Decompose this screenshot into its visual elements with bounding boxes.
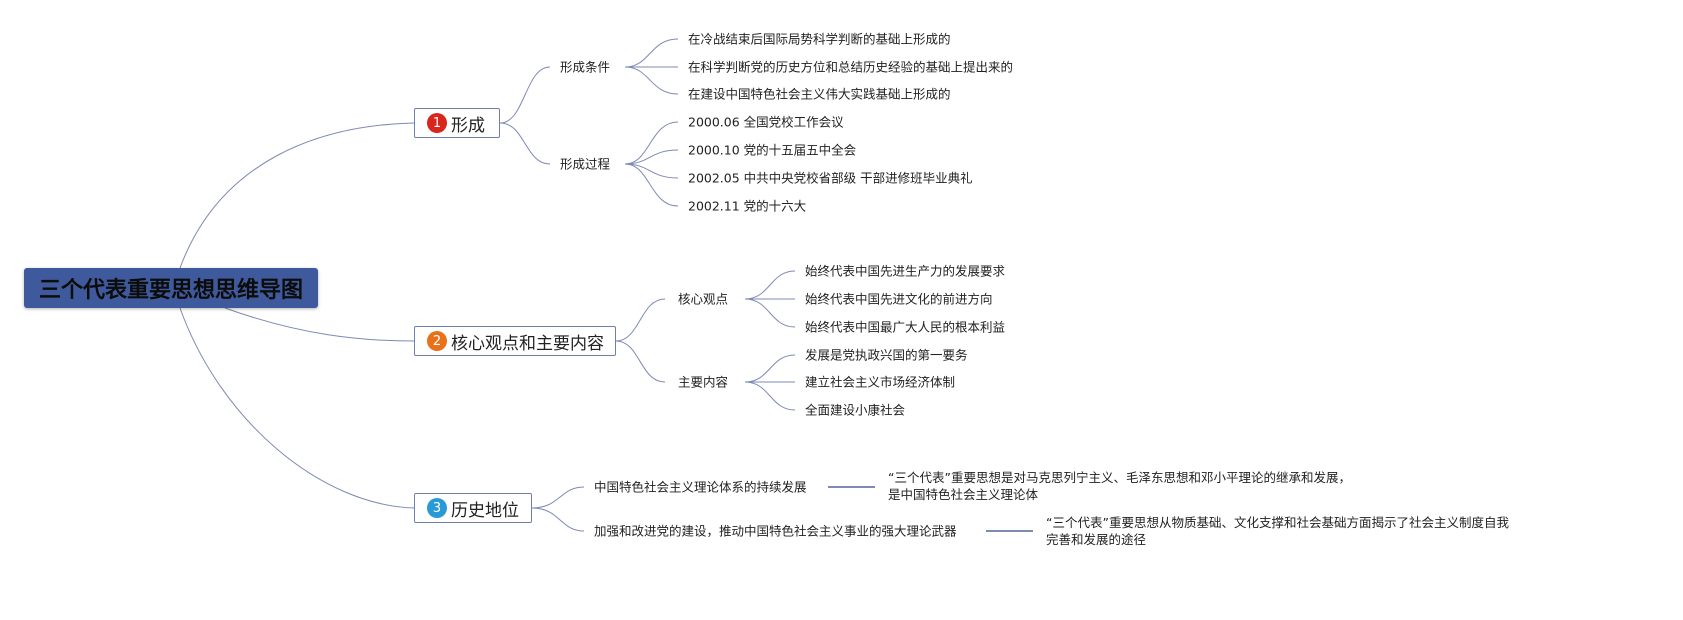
leaf[interactable]: 在建设中国特色社会主义伟大实践基础上形成的 [688,86,951,102]
branch-label: 历史地位 [451,500,519,521]
subtopic[interactable]: 加强和改进党的建设，推动中国特色社会主义事业的强大理论武器 [594,523,957,539]
branch-historical-status[interactable]: 3 历史地位 [414,493,532,523]
subtopic[interactable]: 中国特色社会主义理论体系的持续发展 [594,479,807,495]
leaf[interactable]: 全面建设小康社会 [805,402,906,418]
number-3-icon: 3 [427,498,447,518]
root-title: 三个代表重要思想思维导图 [38,278,303,303]
number-2-icon: 2 [427,331,447,351]
leaf[interactable]: “三个代表”重要思想从物质基础、文化支撑和社会基础方面揭示了社会主义制度自我完善… [1046,515,1509,547]
leaf[interactable]: 始终代表中国先进生产力的发展要求 [805,263,1006,279]
subtopic[interactable]: 主要内容 [678,374,729,390]
branch-label: 核心观点和主要内容 [451,333,604,354]
branch-core-content[interactable]: 2 核心观点和主要内容 [414,326,616,356]
number-1-icon: 1 [427,113,447,133]
leaf[interactable]: 建立社会主义市场经济体制 [805,374,956,390]
leaf[interactable]: “三个代表”重要思想是对马克思列宁主义、毛泽东思想和邓小平理论的继承和发展，是中… [888,470,1351,502]
leaf[interactable]: 发展是党执政兴国的第一要务 [805,347,968,363]
leaf[interactable]: 2002.11 党的十六大 [688,198,807,214]
leaf[interactable]: 在冷战结束后国际局势科学判断的基础上形成的 [688,31,951,47]
leaf[interactable]: 2002.05 中共中央党校省部级 干部进修班毕业典礼 [688,170,973,186]
subtopic[interactable]: 核心观点 [678,291,729,307]
branch-formation[interactable]: 1 形成 [414,108,500,138]
leaf[interactable]: 始终代表中国最广大人民的根本利益 [805,319,1006,335]
leaf[interactable]: 2000.10 党的十五届五中全会 [688,142,857,158]
root-node[interactable]: 三个代表重要思想思维导图 [24,268,318,308]
branch-label: 形成 [451,115,485,136]
leaf[interactable]: 2000.06 全国党校工作会议 [688,114,844,130]
leaf[interactable]: 在科学判断党的历史方位和总结历史经验的基础上提出来的 [688,59,1014,75]
subtopic[interactable]: 形成过程 [560,156,611,172]
subtopic[interactable]: 形成条件 [560,59,611,75]
leaf[interactable]: 始终代表中国先进文化的前进方向 [805,291,993,307]
